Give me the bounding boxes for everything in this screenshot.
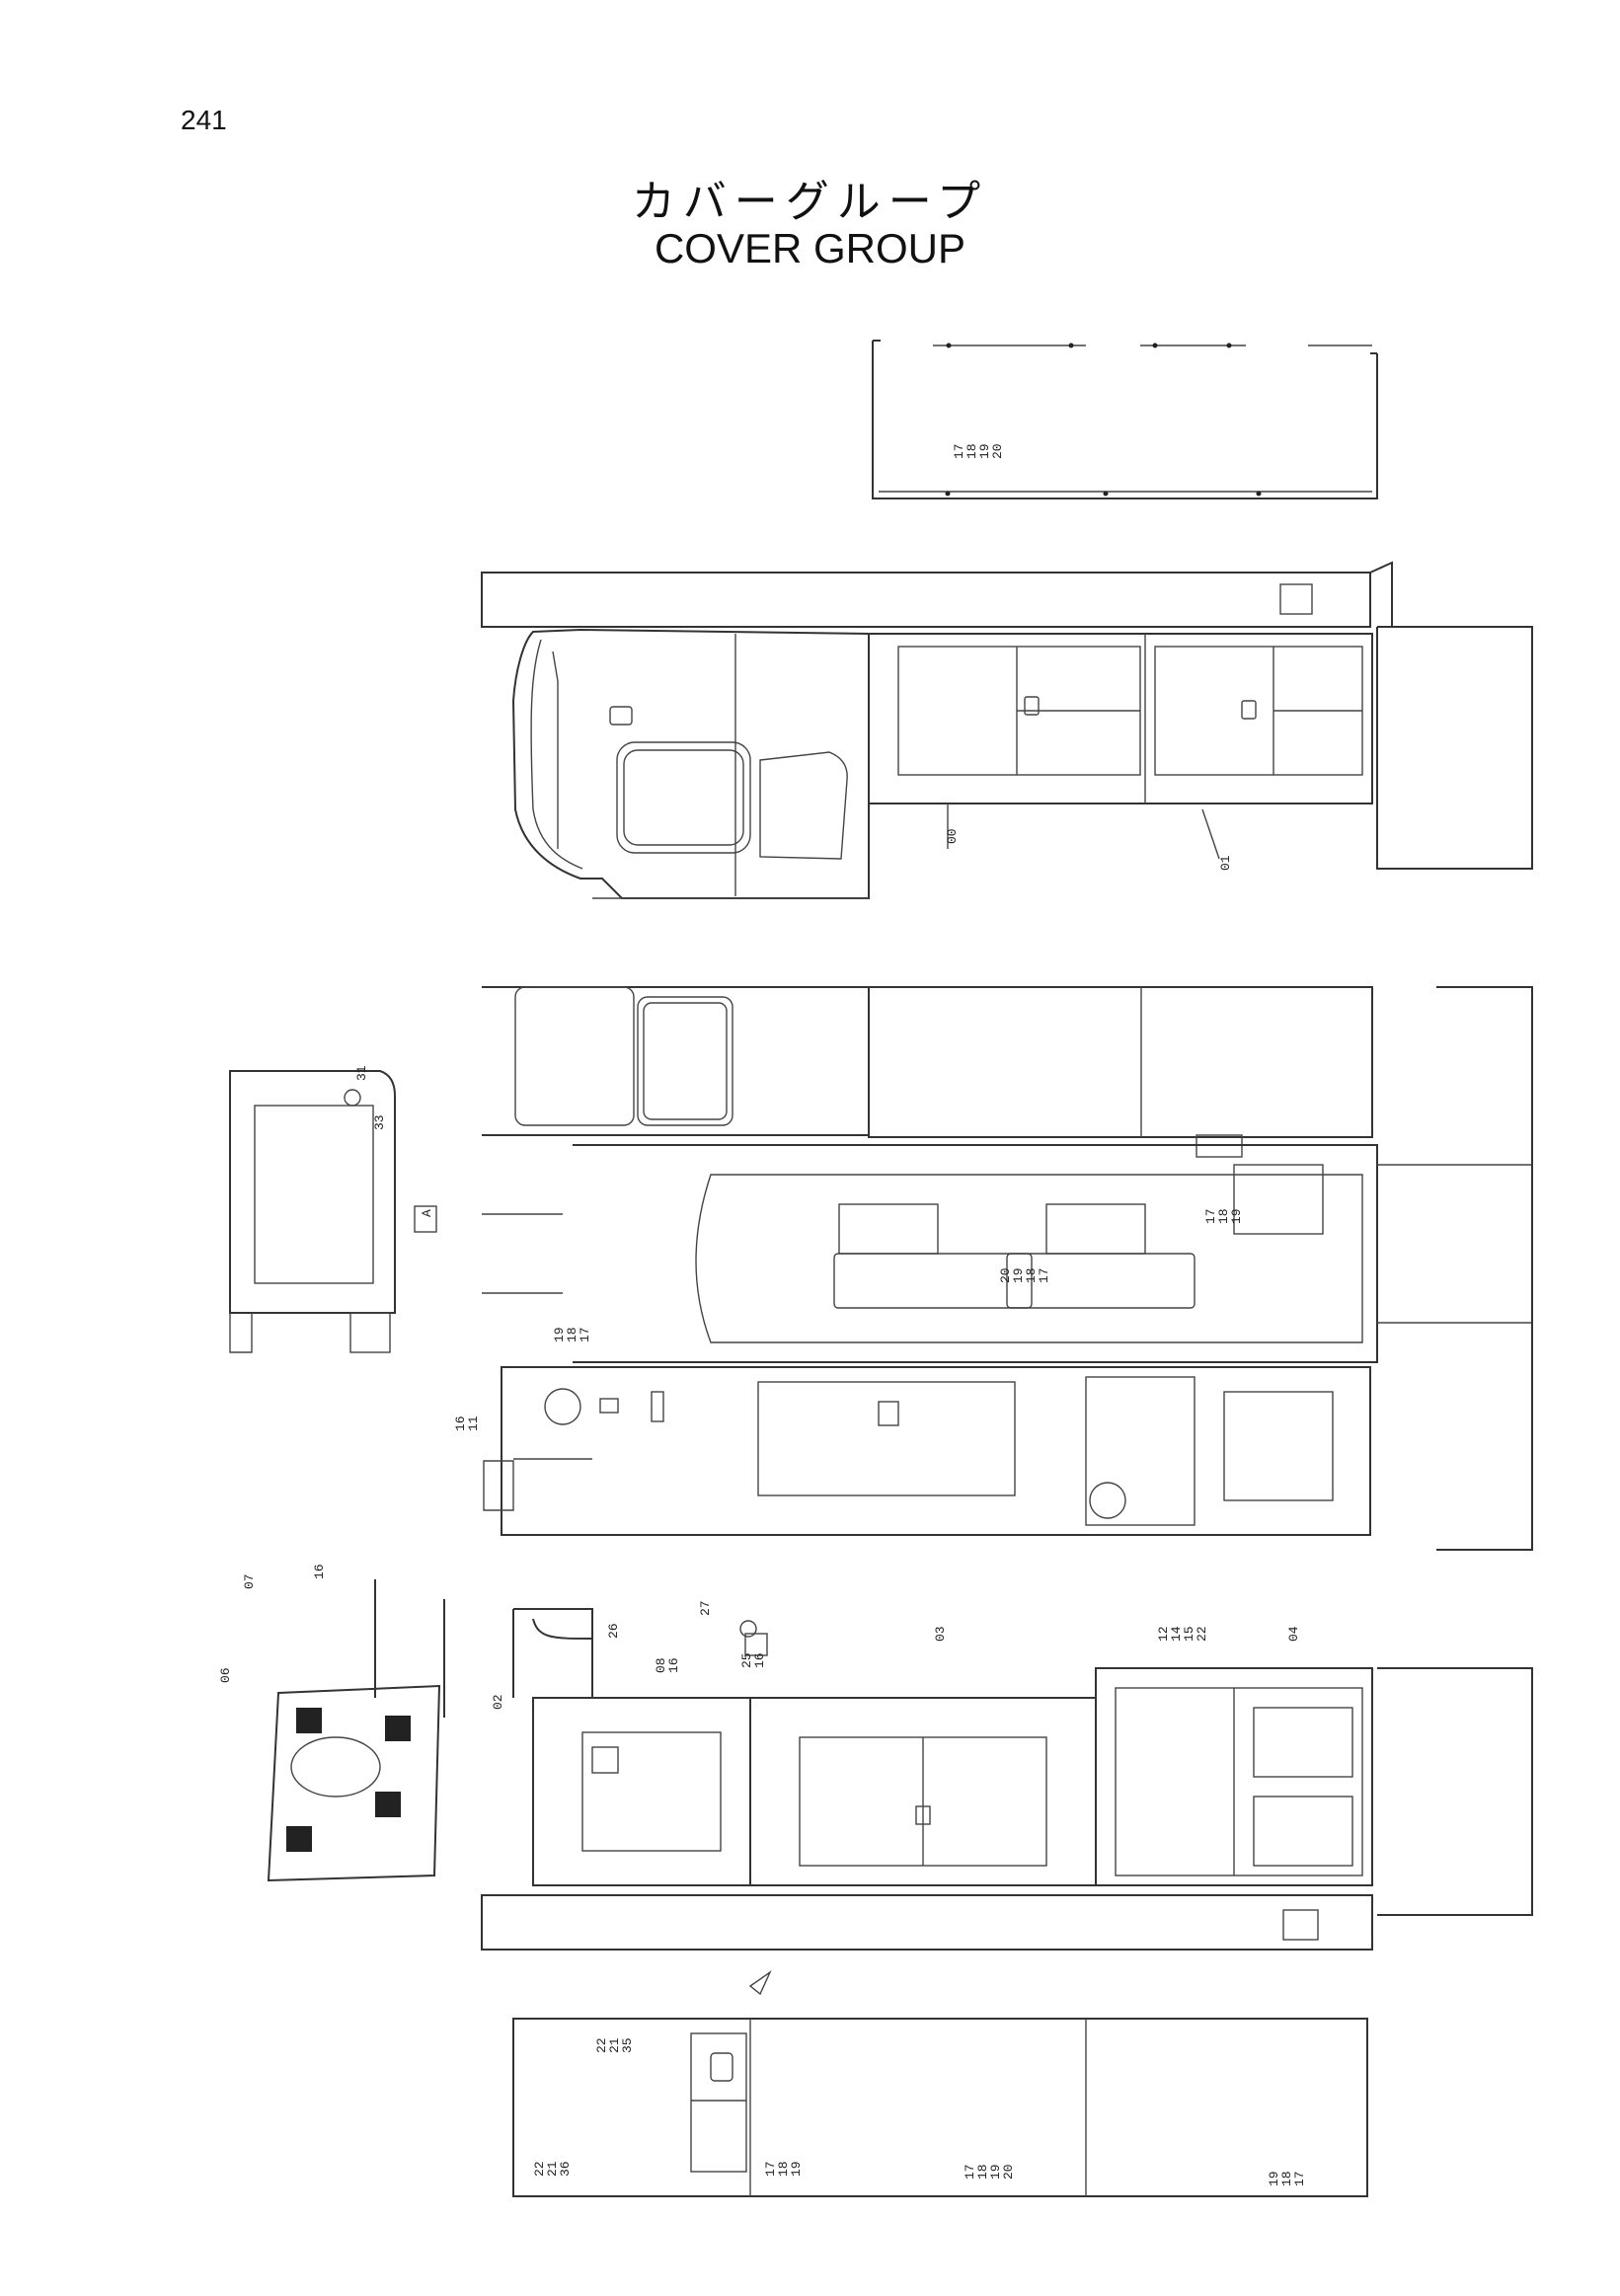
part-number: 11: [466, 1416, 481, 1431]
part-number: 20: [990, 443, 1005, 459]
part-number: 18: [975, 2164, 990, 2180]
part-number: 27: [698, 1600, 713, 1616]
side-view-lower: [481, 1608, 1533, 1996]
part-number: 17: [1037, 1267, 1051, 1283]
part-number: 17: [963, 2164, 977, 2180]
part-number: 16: [752, 1652, 767, 1668]
part-number: 17: [763, 2161, 778, 2177]
title-english: COVER GROUP: [654, 225, 966, 271]
part-number: 22: [594, 2037, 609, 2053]
part-number: 18: [1024, 1267, 1039, 1283]
part-number-label: 03: [933, 1626, 948, 1642]
roof-panel-view: [267, 1579, 445, 1882]
part-number: 01: [1218, 855, 1233, 871]
part-number: 15: [1182, 1626, 1196, 1642]
part-number: 31: [354, 1065, 369, 1081]
part-number: 22: [532, 2161, 547, 2177]
side-view-cab: [481, 561, 1533, 899]
part-number-label: 17181920: [963, 2164, 1016, 2180]
part-number: 35: [620, 2037, 635, 2053]
part-number-label: 20191817: [998, 1267, 1051, 1283]
part-number: 00: [945, 828, 960, 844]
part-number: 16: [312, 1564, 327, 1579]
part-number-label: 04: [1286, 1626, 1301, 1642]
part-number: 21: [607, 2037, 622, 2053]
part-number-label: 16: [312, 1564, 327, 1579]
part-number: 20: [998, 1267, 1013, 1283]
bottom-cover-panel: [512, 2018, 1368, 2197]
part-number: 03: [933, 1626, 948, 1642]
part-number-label: 222135: [594, 2037, 635, 2053]
part-number-label: 06: [218, 1667, 233, 1683]
part-number-label: A: [420, 1209, 434, 1217]
part-number-label: 33: [372, 1114, 387, 1130]
part-number: 17: [952, 443, 966, 459]
part-number: 25: [739, 1652, 754, 1668]
part-number: 19: [552, 1327, 567, 1342]
part-number-label: 26: [606, 1623, 621, 1639]
part-number: 18: [964, 443, 979, 459]
part-number: 14: [1169, 1626, 1184, 1642]
part-number-label: 27: [698, 1600, 713, 1616]
part-number: 12: [1156, 1626, 1171, 1642]
part-number: 19: [977, 443, 992, 459]
part-number-label: 31: [354, 1065, 369, 1081]
part-number-label: 171819: [1203, 1208, 1244, 1224]
part-number-label: 191817: [1267, 2171, 1307, 2186]
part-number: 04: [1286, 1626, 1301, 1642]
part-number: 26: [606, 1623, 621, 1639]
part-number: 19: [1229, 1208, 1244, 1224]
part-number: 18: [1216, 1208, 1231, 1224]
part-number-label: 2516: [739, 1652, 767, 1668]
part-number: 18: [1279, 2171, 1294, 2186]
part-number: 16: [666, 1657, 681, 1673]
part-number: 17: [1203, 1208, 1218, 1224]
part-number: 17: [578, 1327, 592, 1342]
part-number-label: 07: [242, 1573, 257, 1589]
part-number: 18: [776, 2161, 791, 2177]
side-view-engine: [483, 1366, 1371, 1536]
part-number-label: 12141522: [1156, 1626, 1209, 1642]
part-number-label: 02: [491, 1694, 505, 1710]
part-number: 19: [1267, 2171, 1281, 2186]
part-number-label: 00: [945, 828, 960, 844]
part-number-label: 191817: [552, 1327, 592, 1342]
part-number: 17: [1292, 2171, 1307, 2186]
title-japanese: カバーグループ: [631, 177, 989, 227]
part-number: 22: [1195, 1626, 1209, 1642]
part-number: A: [420, 1209, 434, 1217]
cab-roof-view: [229, 1070, 437, 1353]
part-number: 33: [372, 1114, 387, 1130]
plan-view-frame: [482, 986, 1533, 1551]
part-number-label: 01: [1218, 855, 1233, 871]
page-number: 241: [181, 105, 227, 135]
part-number-label: 0816: [654, 1657, 681, 1673]
part-number: 21: [545, 2161, 560, 2177]
part-number: 07: [242, 1573, 257, 1589]
part-number-label: 171819: [763, 2161, 804, 2177]
top-cover-panel: [872, 340, 1378, 499]
part-number: 19: [789, 2161, 804, 2177]
part-number: 20: [1001, 2164, 1016, 2180]
part-number: 08: [654, 1657, 668, 1673]
part-number-label: 1611: [453, 1416, 481, 1431]
part-number: 02: [491, 1694, 505, 1710]
part-number: 06: [218, 1667, 233, 1683]
part-number: 19: [988, 2164, 1003, 2180]
part-number: 18: [565, 1327, 579, 1342]
part-number-label: 17181920: [952, 443, 1005, 459]
part-number-label: 222136: [532, 2161, 573, 2177]
part-number: 19: [1011, 1267, 1026, 1283]
part-number: 36: [558, 2161, 573, 2177]
part-number: 16: [453, 1416, 468, 1431]
